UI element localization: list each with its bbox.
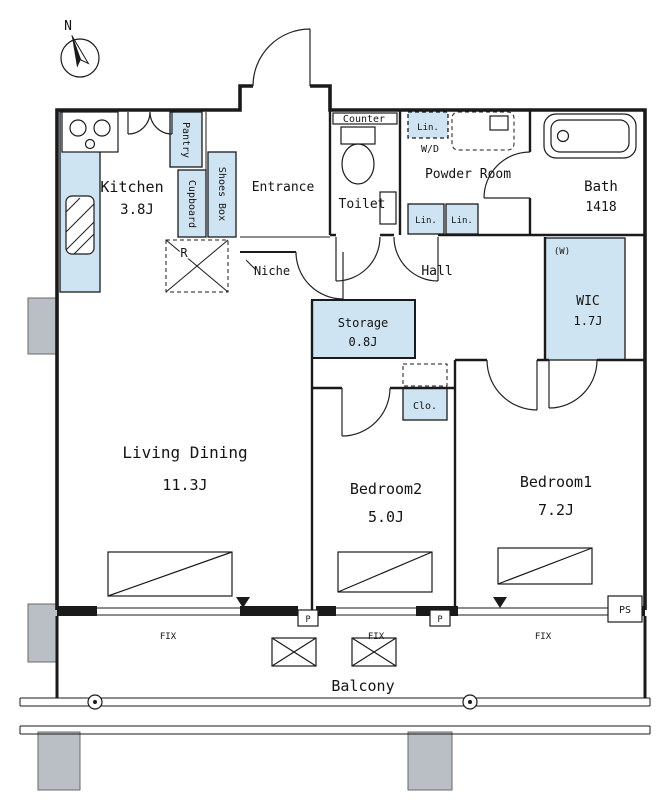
refrigerator-label: R	[180, 246, 188, 260]
pillar-left-lower	[27, 603, 59, 663]
closet-label: Clo.	[413, 401, 437, 412]
wic-label: WIC	[576, 294, 599, 309]
fix-bedroom2-label: FIX	[368, 632, 385, 642]
balcony-vent-left-diag2	[271, 637, 317, 667]
fix-bedroom1-label: FIX	[535, 632, 552, 642]
north-needle-light	[71, 35, 90, 65]
linen-right-area	[445, 203, 479, 235]
pantry-label: Pantry	[180, 122, 191, 158]
compass-n-label: N	[64, 19, 72, 34]
kitchen-size-label: 3.8J	[120, 202, 154, 218]
shoes-box-label: Shoes Box	[216, 167, 227, 221]
pantry-area	[169, 111, 203, 168]
toilet-icon	[332, 112, 398, 225]
storage-area	[311, 299, 416, 359]
linen-top-area	[407, 111, 449, 139]
shoes-box-area	[207, 151, 237, 238]
balcony-vent-right-diag2	[351, 637, 397, 667]
wic-size-label: 1.7J	[574, 314, 603, 328]
cupboard-label: Cupboard	[186, 180, 197, 228]
storage-label: Storage	[338, 316, 389, 330]
pillar-balcony-mid	[407, 731, 453, 791]
bath-label: Bath	[584, 179, 618, 195]
bathtub-icon	[543, 113, 637, 159]
pipe-right-label: P	[437, 615, 442, 625]
pipe-space-box	[607, 595, 643, 623]
bottom-wall-seg2	[240, 606, 298, 616]
bedroom1-door-arc	[486, 359, 538, 411]
bottom-wall	[57, 595, 645, 627]
entrance-door-arc	[252, 28, 311, 87]
toilet-door-arc	[335, 236, 381, 282]
fix-living-label: FIX	[160, 632, 177, 642]
north-needle-dark	[71, 35, 81, 68]
storage-size-label: 0.8J	[349, 335, 378, 349]
bedroom1-size-label: 7.2J	[538, 501, 574, 519]
bath-size-label: 1418	[585, 200, 616, 215]
balcony-structure	[19, 616, 651, 735]
pipe-box-right	[429, 609, 451, 627]
counter-label: Counter	[343, 114, 385, 125]
washer-dryer-pan-icon	[451, 111, 515, 151]
niche-label: Niche	[254, 264, 290, 278]
pipe-box-left	[297, 609, 319, 627]
window-mark-label: (W)	[554, 247, 570, 257]
powder-door-arc	[393, 236, 439, 282]
wic-door-arc	[548, 359, 598, 409]
living-dining-size-label: 11.3J	[162, 476, 207, 494]
closet-area	[402, 387, 448, 421]
hall-label: Hall	[421, 264, 452, 279]
interior-walls	[240, 110, 645, 610]
powder-room-label: Powder Room	[425, 167, 511, 182]
pipe-left-label: P	[305, 615, 310, 625]
entrance-label: Entrance	[252, 180, 315, 195]
pillar-blocks	[27, 297, 453, 791]
pantry-double-door-arcs	[127, 111, 173, 135]
furniture-symbols	[107, 547, 593, 597]
linen-left-area	[407, 203, 445, 235]
kitchen-sink-icon	[65, 195, 95, 255]
bedroom1-label: Bedroom1	[520, 473, 592, 491]
labels: N Kitchen 3.8J Pantry Cupboard Shoes Box…	[64, 19, 631, 695]
bed-diagonal-bedroom1	[497, 547, 593, 585]
living-dining-label: Living Dining	[122, 443, 247, 462]
refrigerator-space	[165, 239, 229, 293]
niche-pointer-line	[245, 259, 257, 271]
pillar-left-upper	[27, 297, 59, 355]
stove-icon	[61, 111, 119, 153]
bedroom2-size-label: 5.0J	[368, 508, 404, 526]
balcony-label: Balcony	[331, 677, 394, 695]
bed-diagonal-bedroom2	[337, 551, 433, 593]
bedroom2-label: Bedroom2	[350, 480, 422, 498]
railing-post-mid-dot	[468, 700, 472, 704]
pipe-space-label: PS	[619, 605, 631, 616]
linen-left-label: Lin.	[415, 216, 437, 226]
compass-icon	[60, 35, 100, 78]
railing-post-left-dot	[93, 700, 97, 704]
linen-right-label: Lin.	[451, 216, 473, 226]
wall-outer-left-top	[55, 84, 253, 610]
bedroom2-door-arc	[341, 387, 391, 437]
thin-lines	[205, 112, 330, 271]
open-shelf-dashed	[402, 363, 448, 387]
door-swings	[127, 28, 598, 437]
kitchen-label: Kitchen	[100, 178, 163, 196]
toilet-label: Toilet	[339, 197, 386, 212]
bed-diagonal-living	[107, 551, 233, 597]
linen-top-label: Lin.	[417, 123, 439, 133]
cupboard-area	[177, 169, 207, 238]
bottom-wall-seg3	[316, 606, 336, 616]
bath-door-arc	[483, 151, 531, 199]
washer-dryer-label: W/D	[421, 144, 439, 155]
closet-areas	[59, 111, 626, 421]
entry-triangle-bedroom1	[493, 597, 507, 608]
bottom-wall-seg1	[57, 606, 97, 616]
entry-triangle-living	[236, 597, 250, 608]
pillar-balcony-left	[37, 731, 81, 791]
living-door-arc	[295, 251, 344, 300]
